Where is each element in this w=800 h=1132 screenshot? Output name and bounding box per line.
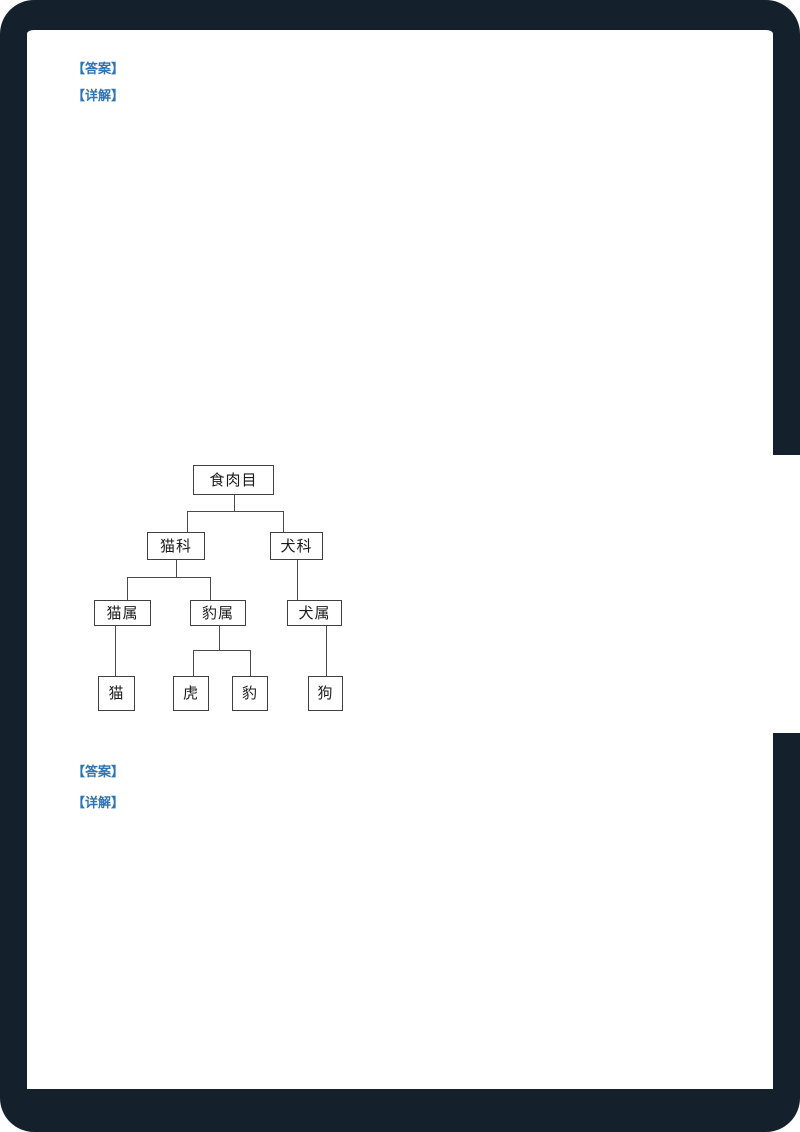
tree-node-genus-panthera: 豹属 — [190, 600, 246, 626]
connector-line — [250, 650, 251, 676]
connector-line — [193, 650, 194, 676]
answer-label-bottom: 【答案】 — [72, 764, 125, 779]
connector-line — [127, 577, 211, 578]
taxonomy-tree-diagram: 食肉目猫科 犬科猫属 豹属 犬属猫 虎豹 狗 — [80, 448, 352, 726]
connector-line — [283, 511, 284, 532]
tree-node-species-cat: 猫 — [98, 676, 135, 711]
explanation-label-top: 【详解】 — [72, 88, 125, 103]
connector-line — [127, 577, 128, 600]
tree-node-order-carnivora: 食肉目 — [193, 465, 274, 495]
connector-line — [234, 495, 235, 512]
connector-line — [326, 626, 327, 676]
tree-node-family-canidae: 犬科 — [270, 532, 323, 560]
connector-line — [210, 577, 211, 600]
connector-line — [297, 560, 298, 600]
tree-node-species-tiger: 虎 — [173, 676, 209, 711]
connector-line — [187, 511, 188, 532]
tree-node-genus-canis: 犬属 — [287, 600, 342, 626]
tree-node-species-leopard: 豹 — [232, 676, 268, 711]
connector-line — [176, 560, 177, 578]
tree-node-genus-felis: 猫属 — [94, 600, 151, 626]
connector-line — [193, 650, 251, 651]
tree-node-species-dog: 狗 — [308, 676, 343, 711]
explanation-label-bottom: 【详解】 — [72, 795, 125, 810]
tree-node-family-felidae: 猫科 — [147, 532, 205, 560]
answer-label-top: 【答案】 — [72, 61, 125, 76]
connector-line — [219, 626, 220, 651]
connector-line — [187, 511, 284, 512]
connector-line — [115, 626, 116, 676]
